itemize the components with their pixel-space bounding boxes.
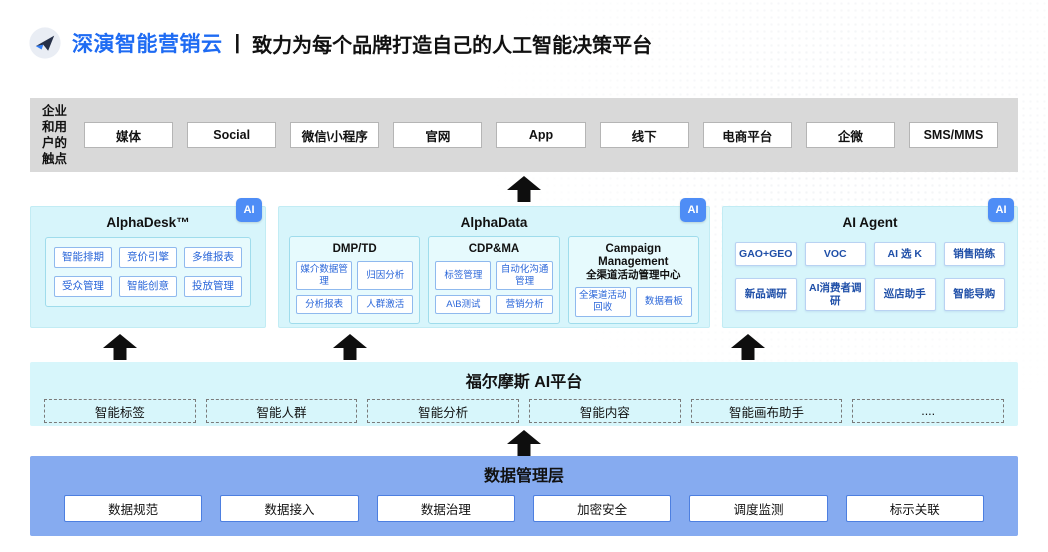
brand-name: 深演智能营销云 [72,33,223,56]
alphadesk-item: 竞价引擎 [119,247,177,268]
up-arrow-touchpoints [506,176,542,202]
alphadesk-item: 智能排期 [54,247,112,268]
brand-divider: | [234,31,241,54]
cdp-item: 自动化沟通管理 [496,261,553,290]
data-item-standards: 数据规范 [64,495,203,522]
touchpoint-ecommerce: 电商平台 [702,122,792,148]
group-title: CDP&MA [468,243,520,255]
alphadesk-item: 受众管理 [54,276,112,297]
brand-logo-icon [28,26,62,60]
panel-title-alphadesk: AlphaDesk™ [106,215,190,230]
platform-item-more: .... [852,399,1005,423]
cdp-item: A\B测试 [435,295,492,314]
ai-badge: AI [680,198,706,222]
data-item-id-linking: 标示关联 [845,495,984,522]
agent-item: 智能导购 [943,278,1005,312]
group-title: Campaign Management 全渠道活动管理中心 [575,243,692,282]
up-arrow-ai-agent [730,334,766,360]
ai-agent-items: GAO+GEO VOC AI 选 K 销售陪练 新品调研 AI消费者调研 巡店助… [735,242,1005,312]
dmp-item: 分析报表 [296,295,353,314]
alphadesk-item: 投放管理 [184,276,242,297]
panel-ai-agent: AI AI Agent GAO+GEO VOC AI 选 K 销售陪练 新品调研… [722,198,1018,328]
platform-item-smart-analysis: 智能分析 [367,399,520,423]
touchpoint-wecom: 企微 [805,122,895,148]
agent-item: GAO+GEO [735,242,797,266]
header: 深演智能营销云 | 致力为每个品牌打造自己的人工智能决策平台 [28,26,652,60]
ai-platform-title: 福尔摩斯 AI平台 [465,374,583,391]
ai-badge: AI [988,198,1014,222]
up-arrow-alphadesk [102,334,138,360]
touchpoint-sms-mms: SMS/MMS [908,122,998,148]
up-arrow-alphadata [332,334,368,360]
group-campaign-management: Campaign Management 全渠道活动管理中心 全渠道活动回收 数据… [567,236,699,324]
ai-platform-band: 福尔摩斯 AI平台 智能标签 智能人群 智能分析 智能内容 智能画布助手 ...… [30,362,1018,426]
group-cdp-ma: CDP&MA 标签管理 自动化沟通管理 A\B测试 营销分析 [428,236,560,324]
campaign-item: 全渠道活动回收 [574,286,631,317]
platform-item-smart-audience: 智能人群 [205,399,358,423]
cdp-item: 营销分析 [496,295,553,314]
campaign-subtitle: 全渠道活动管理中心 [586,269,681,282]
panel-title-alphadata: AlphaData [460,215,528,230]
platform-item-canvas-assistant: 智能画布助手 [690,399,843,423]
data-item-ingestion: 数据接入 [220,495,359,522]
touchpoint-website: 官网 [393,122,483,148]
alphadata-groups: DMP/TD 媒介数据管理 归因分析 分析报表 人群激活 CDP&MA 标签管理… [289,236,699,324]
data-layer-band: 数据管理层 数据规范 数据接入 数据治理 加密安全 调度监测 标示关联 [30,456,1018,536]
ai-badge: AI [236,198,262,222]
alphadesk-items: 智能排期 竞价引擎 多维报表 受众管理 智能创意 投放管理 [45,237,251,307]
brand-tagline: 致力为每个品牌打造自己的人工智能决策平台 [252,34,653,57]
platform-item-smart-content: 智能内容 [529,399,681,423]
up-arrow-data-layer [506,430,542,456]
touchpoint-wechat-miniprogram: 微信\小程序 [290,122,380,148]
data-item-encryption: 加密安全 [532,495,672,522]
data-item-scheduling: 调度监测 [689,495,828,522]
agent-item: 销售陪练 [943,242,1005,266]
platform-item-smart-tags: 智能标签 [44,399,196,423]
touchpoints-label: 企业和用户的触点 [42,103,68,167]
touchpoint-offline: 线下 [599,122,689,148]
data-item-governance: 数据治理 [376,495,515,522]
touchpoint-media: 媒体 [84,122,174,148]
touchpoints-band: 企业和用户的触点 媒体 Social 微信\小程序 官网 App 线下 电商平台… [30,98,1018,172]
agent-item: 新品调研 [735,278,797,312]
data-layer-title: 数据管理层 [483,468,564,485]
dmp-item: 媒介数据管理 [296,261,353,290]
ai-platform-items: 智能标签 智能人群 智能分析 智能内容 智能画布助手 .... [30,392,1018,423]
alphadesk-item: 智能创意 [119,276,177,297]
cdp-item: 标签管理 [435,261,492,290]
touchpoint-app: App [496,122,586,148]
group-dmp-td: DMP/TD 媒介数据管理 归因分析 分析报表 人群激活 [289,236,421,324]
data-layer-items: 数据规范 数据接入 数据治理 加密安全 调度监测 标示关联 [30,486,1018,522]
dmp-item: 人群激活 [357,295,414,314]
alphadesk-item: 多维报表 [184,247,242,268]
panel-alphadesk: AI AlphaDesk™ 智能排期 竞价引擎 多维报表 受众管理 智能创意 投… [30,198,266,328]
panel-alphadata: AI AlphaData DMP/TD 媒介数据管理 归因分析 分析报表 人群激… [278,198,710,328]
group-title: DMP/TD [332,243,377,255]
agent-item: 巡店助手 [874,278,936,312]
touchpoint-social: Social [187,122,277,148]
agent-item: VOC [804,242,866,266]
panel-title-ai-agent: AI Agent [842,215,898,230]
campaign-item: 数据看板 [635,286,692,317]
agent-item: AI 选 K [874,242,936,266]
product-panels: AI AlphaDesk™ 智能排期 竞价引擎 多维报表 受众管理 智能创意 投… [30,198,1018,328]
campaign-title: Campaign Management [598,243,669,269]
agent-item: AI消费者调研 [804,278,866,312]
dmp-item: 归因分析 [357,261,414,290]
